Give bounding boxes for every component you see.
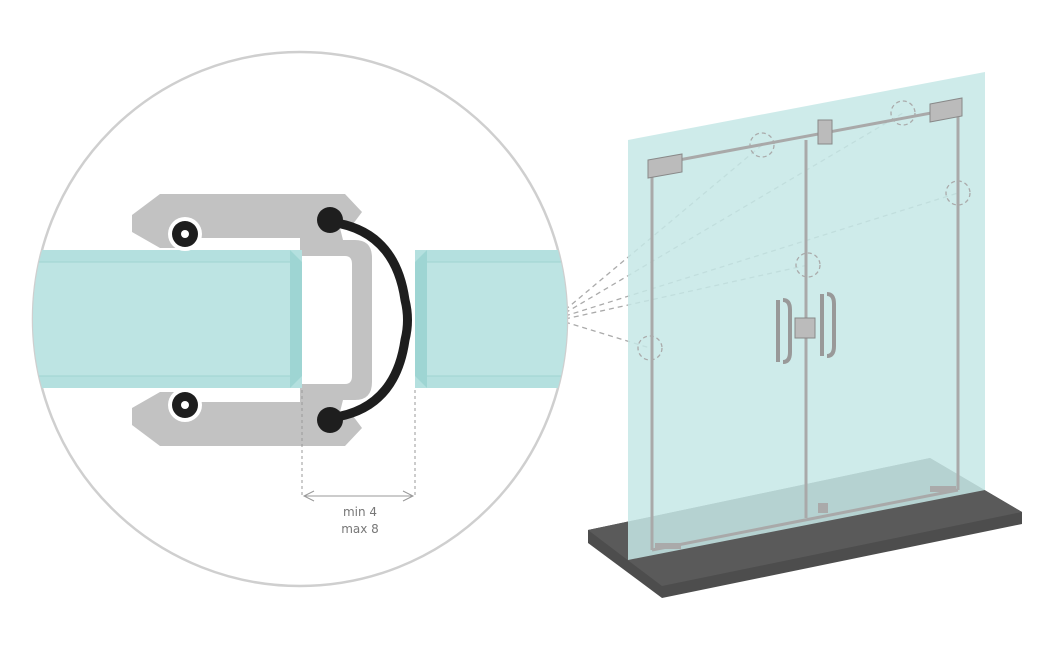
glass-door-illustration: [588, 72, 1022, 598]
bracket-u-channel: [300, 240, 372, 400]
magnified-detail: min 4 max 8: [31, 50, 569, 588]
max-gap-label: max 8: [341, 522, 379, 536]
top-lock: [817, 119, 833, 145]
rubber-seal: [317, 207, 412, 433]
right-glass-pane: [415, 250, 567, 388]
gap-dimension: [301, 390, 416, 502]
top-patch-left: [647, 153, 683, 179]
screw-icons: [168, 217, 202, 422]
door-handles: [776, 292, 836, 364]
detail-markers: [637, 100, 971, 361]
top-patch-right: [929, 97, 963, 123]
center-lock: [794, 317, 816, 339]
left-glass-pane: [33, 250, 302, 388]
min-gap-label: min 4: [343, 505, 377, 519]
